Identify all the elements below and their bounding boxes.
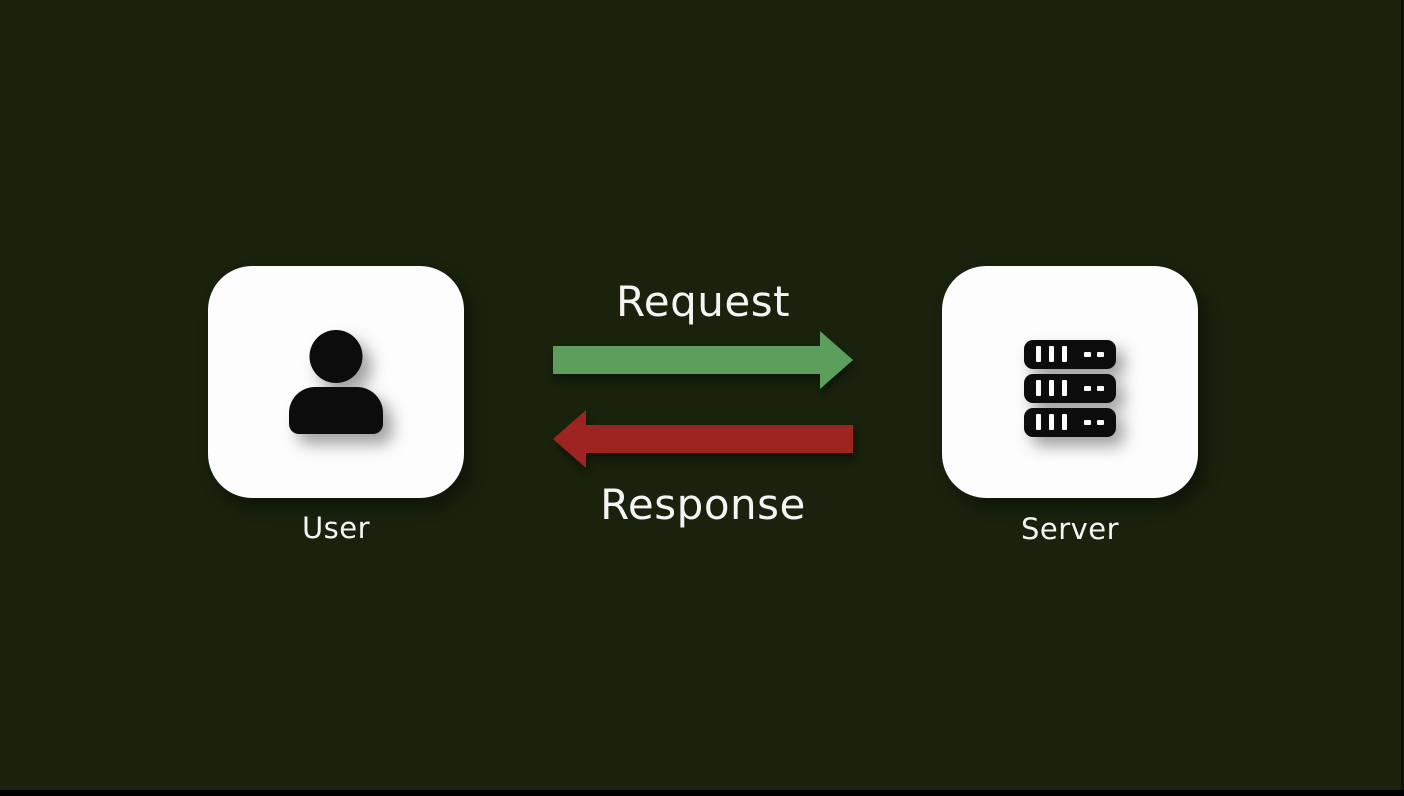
response-arrow-shape	[553, 410, 853, 468]
server-rack-unit	[1024, 373, 1116, 403]
frame-edge-right	[1401, 0, 1404, 796]
server-card	[942, 266, 1198, 498]
person-icon-body	[289, 387, 383, 434]
request-label: Request	[615, 277, 791, 326]
response-label: Response	[600, 480, 806, 529]
server-rack-unit	[1024, 407, 1116, 437]
server-rack-unit	[1024, 339, 1116, 369]
server-label: Server	[1020, 512, 1120, 546]
server-stack-icon	[1024, 339, 1116, 437]
person-icon	[289, 330, 383, 434]
request-arrow-shape	[553, 331, 853, 389]
person-icon-head	[309, 330, 363, 383]
user-card	[208, 266, 464, 498]
request-arrow-icon	[553, 331, 853, 389]
user-label: User	[301, 511, 371, 545]
response-arrow-icon	[553, 410, 853, 468]
letterbox-bar	[0, 790, 1404, 796]
